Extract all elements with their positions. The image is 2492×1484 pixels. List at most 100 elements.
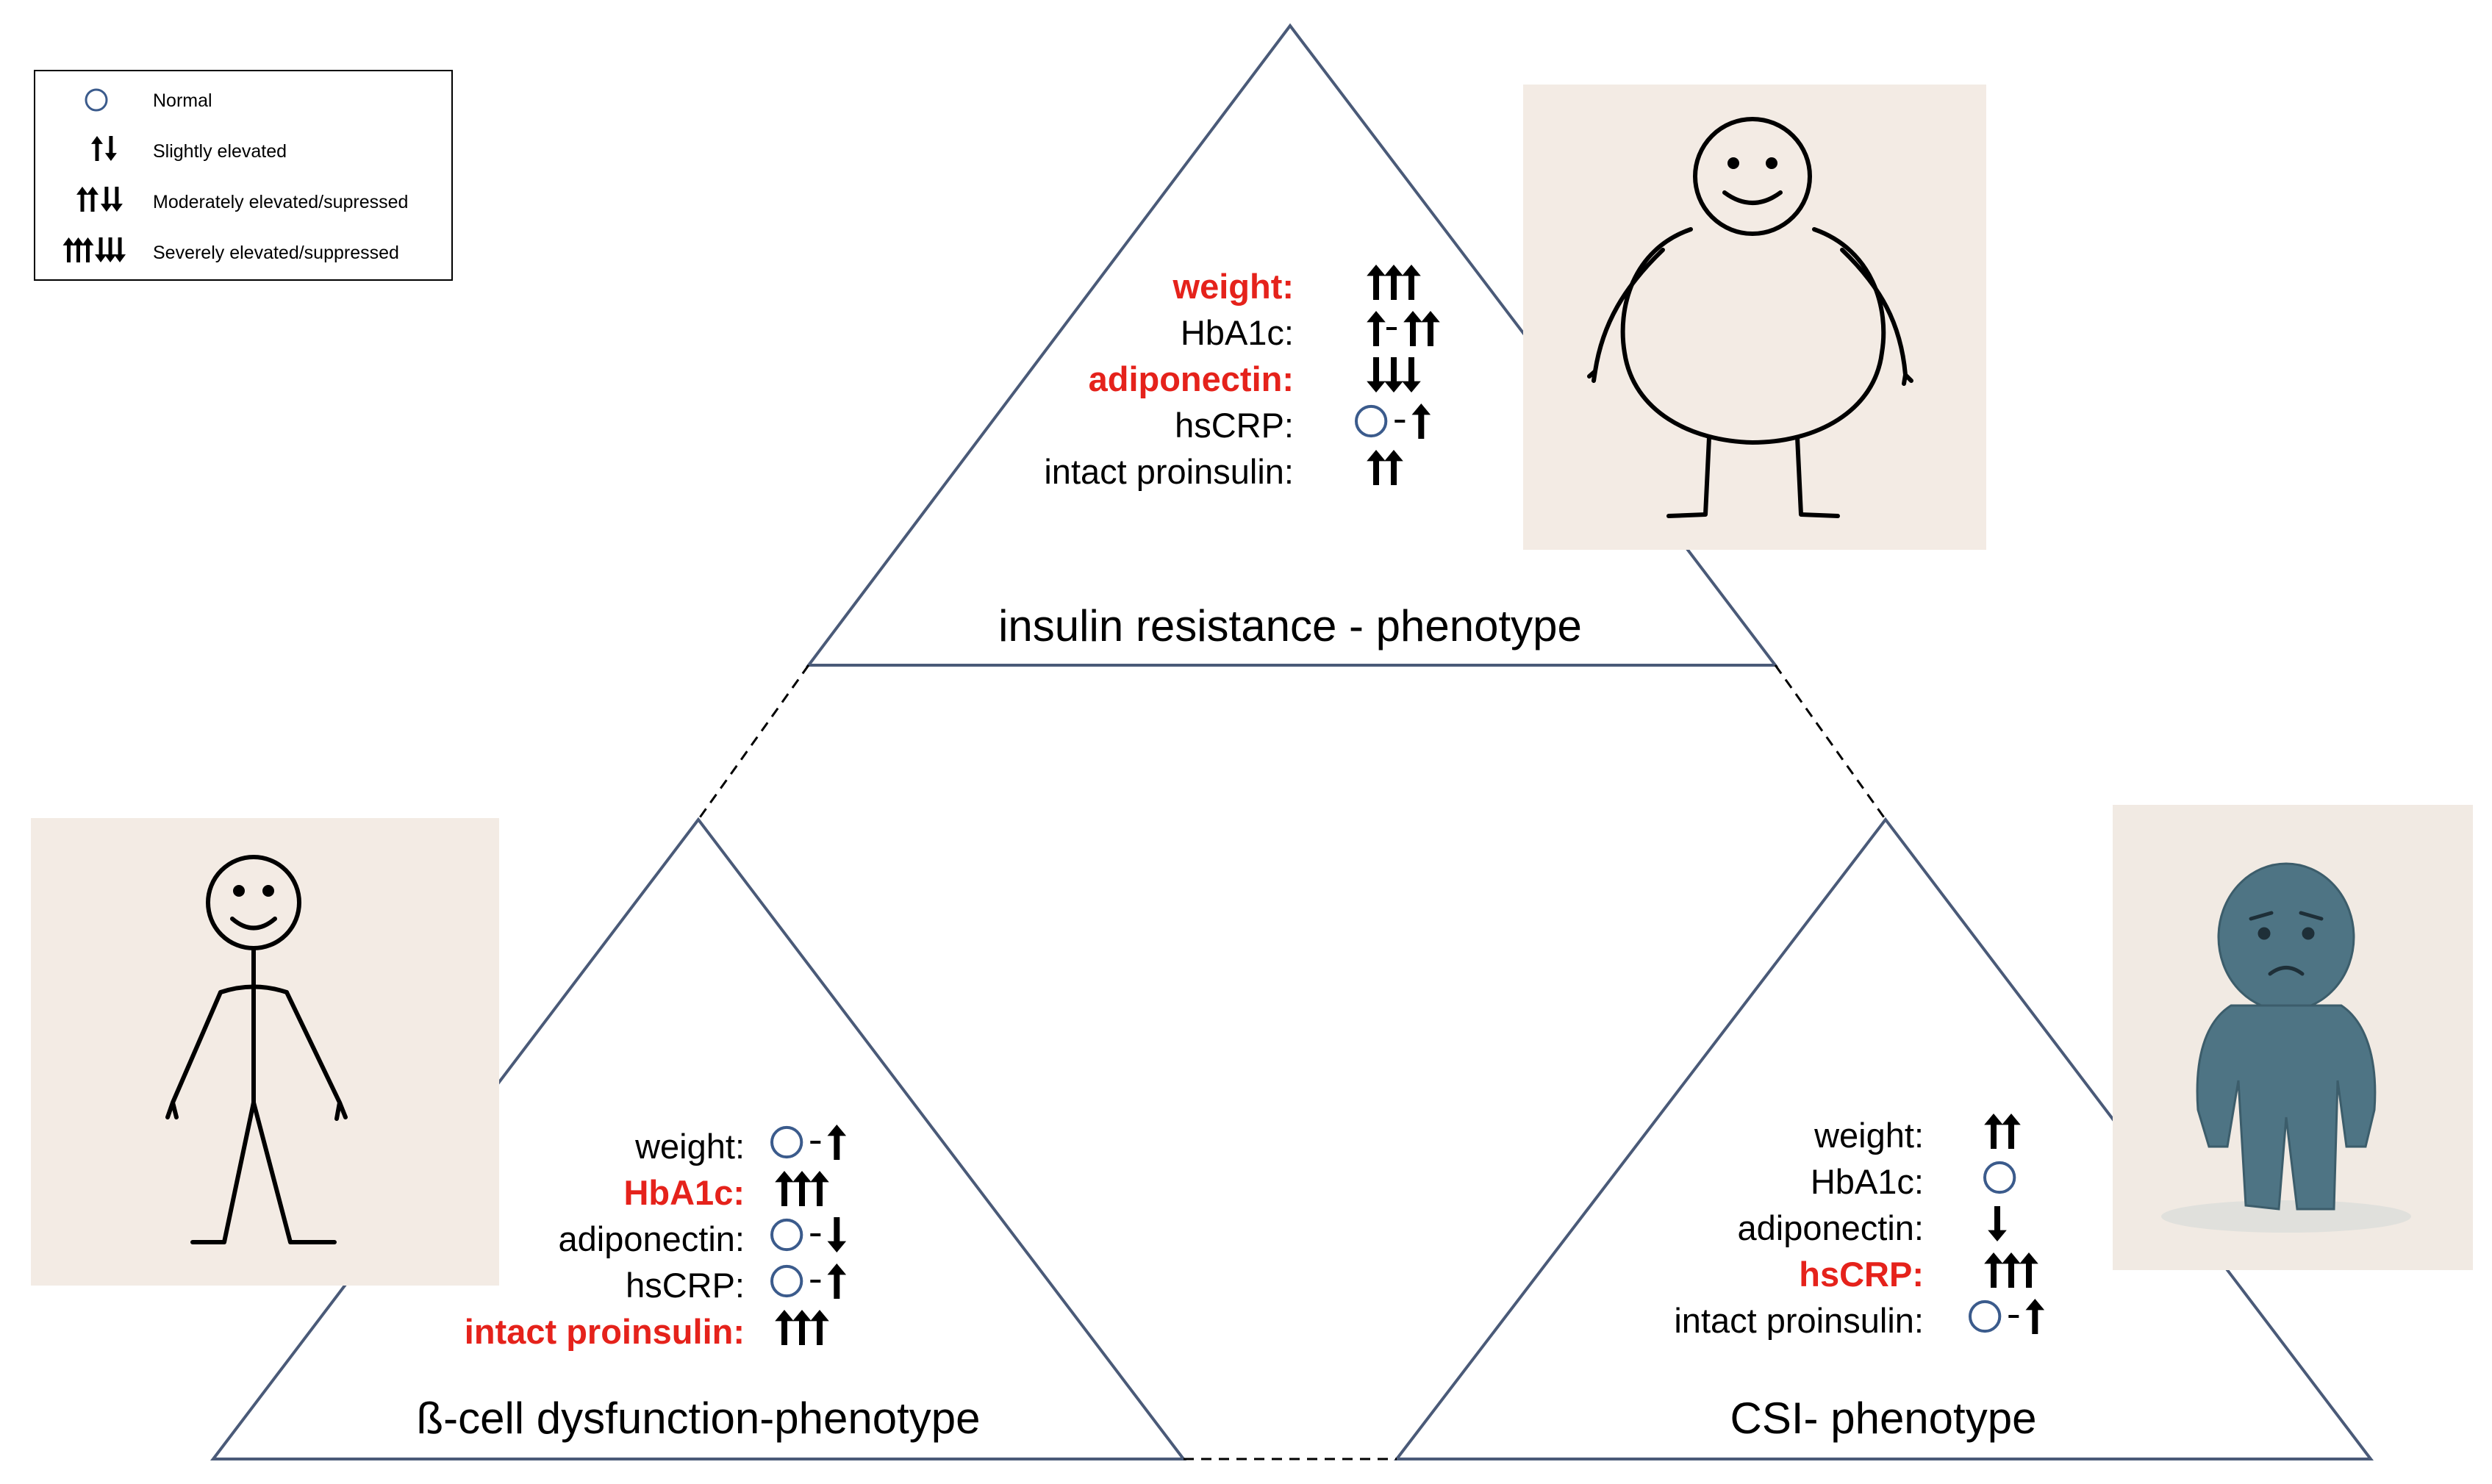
obese-figure-smile xyxy=(1722,190,1783,205)
obese-figure-eye-left xyxy=(1727,157,1739,169)
csi-param-hscrp-label: hsCRP: xyxy=(1799,1255,1924,1294)
arrow-up-icon xyxy=(810,1310,829,1345)
csi-param-weight-value xyxy=(1984,1114,2021,1149)
arrow-up-icon xyxy=(76,187,88,212)
obese-figure-panel xyxy=(1523,85,1986,550)
obese-figure-arm-left xyxy=(1587,248,1665,383)
normal-circle-icon xyxy=(770,1218,803,1252)
stick-figure-arm-right xyxy=(284,990,348,1121)
arrow-up-icon xyxy=(1421,311,1440,346)
legend-label-normal: Normal xyxy=(153,90,212,111)
bc-param-hscrp-label: hsCRP: xyxy=(626,1266,745,1305)
arrow-down-icon xyxy=(104,237,117,262)
bc-param-adiponectin-value xyxy=(770,1217,847,1252)
obese-figure-leg-left xyxy=(1666,435,1711,518)
stick-figure-panel xyxy=(31,818,499,1286)
normal-circle-icon xyxy=(1983,1161,2016,1194)
stick-figure-arm-left xyxy=(165,990,223,1119)
arrow-down-icon xyxy=(114,237,126,262)
bc-param-weight-label: weight: xyxy=(634,1127,745,1166)
arrow-down-icon xyxy=(104,136,117,161)
csi-param-hscrp-value xyxy=(1984,1252,2038,1288)
legend-label-moderate: Moderately elevated/supressed xyxy=(153,192,408,212)
arrow-up-icon xyxy=(1367,311,1386,346)
arrow-up-icon xyxy=(1384,265,1403,300)
arrow-up-icon xyxy=(2025,1299,2045,1334)
bc-param-proinsulin-value xyxy=(775,1310,829,1345)
arrow-up-icon xyxy=(775,1310,794,1345)
obese-figure-head xyxy=(1693,117,1812,236)
triangles xyxy=(210,23,2374,1460)
ir-param-hscrp-value xyxy=(1355,404,1431,439)
arrow-up-icon xyxy=(827,1125,847,1160)
ir-param-adiponectin-value xyxy=(1367,357,1421,392)
stick-figure-leg-left xyxy=(190,1100,256,1244)
arrow-up-icon xyxy=(1367,450,1386,485)
arrow-up-icon xyxy=(1984,1252,2003,1288)
arrow-up-icon xyxy=(1403,311,1422,346)
sad-figure-frown xyxy=(2268,966,2305,976)
connector-right xyxy=(1774,664,1887,820)
arrow-down-icon xyxy=(95,237,107,262)
arrow-down-icon xyxy=(1402,357,1421,392)
sad-figure-brow-right xyxy=(2299,911,2324,921)
stick-figure-eye-right xyxy=(262,885,274,897)
ir-param-proinsulin-value xyxy=(1367,450,1403,485)
ir-param-hba1c-label: HbA1c: xyxy=(1181,313,1294,352)
bc-param-proinsulin-label: intact proinsulin: xyxy=(465,1312,745,1351)
arrow-up-icon xyxy=(792,1171,812,1206)
sad-figure-brow-left xyxy=(2249,911,2274,921)
stick-figure-shoulders xyxy=(218,984,289,994)
arrow-up-icon xyxy=(1984,1114,2003,1149)
ir-param-adiponectin-label: adiponectin: xyxy=(1089,359,1294,398)
arrow-up-icon xyxy=(72,237,85,262)
legend: Normal Slightly elevated Moderately elev… xyxy=(34,70,453,281)
bc-phenotype-title: ß-cell dysfunction-phenotype xyxy=(416,1394,980,1443)
csi-param-adiponectin-value xyxy=(1988,1206,2007,1241)
sad-figure-head xyxy=(2217,862,2355,1012)
stick-figure-smile xyxy=(230,917,277,931)
arrow-up-icon xyxy=(87,187,99,212)
sad-figure-eye-left xyxy=(2258,927,2271,940)
csi-param-proinsulin-label: intact proinsulin: xyxy=(1674,1301,1924,1340)
arrow-up-icon xyxy=(810,1171,829,1206)
arrow-down-icon xyxy=(100,187,112,212)
ir-param-hba1c-value xyxy=(1367,311,1440,346)
normal-circle-icon xyxy=(770,1125,803,1159)
csi-param-hba1c-value xyxy=(1983,1161,2016,1194)
stick-figure-leg-right xyxy=(251,1100,337,1244)
csi-param-proinsulin-value xyxy=(1969,1299,2045,1334)
normal-circle-icon xyxy=(1969,1300,2002,1333)
sad-figure-shadow xyxy=(2161,1200,2411,1233)
sad-figure-illustration xyxy=(2113,805,2473,1270)
bc-param-hba1c-label: HbA1c: xyxy=(623,1173,745,1212)
legend-arrows-slight xyxy=(91,136,117,161)
normal-circle-icon xyxy=(1355,404,1388,438)
bc-param-hscrp-value xyxy=(770,1263,847,1299)
normal-circle-icon xyxy=(85,88,108,112)
arrow-up-icon xyxy=(2019,1252,2038,1288)
csi-param-adiponectin-label: adiponectin: xyxy=(1738,1208,1924,1247)
sad-figure-body xyxy=(2196,1004,2377,1211)
csi-phenotype-title: CSI- phenotype xyxy=(1730,1394,2037,1443)
csi-param-weight-label: weight: xyxy=(1813,1116,1924,1155)
dashed-connectors xyxy=(697,664,1887,1460)
arrow-up-icon xyxy=(775,1171,794,1206)
sad-figure-eye-right xyxy=(2302,927,2315,940)
obese-figure-body xyxy=(1620,227,1886,445)
insulin-resistance-params: weight: HbA1c: adiponectin: hsCRP: intac… xyxy=(998,265,1582,650)
legend-label-slight: Slightly elevated xyxy=(153,141,287,162)
obese-figure-illustration xyxy=(1523,85,1986,550)
obese-figure-eye-right xyxy=(1766,157,1777,169)
connector-left xyxy=(697,664,810,820)
ir-phenotype-title: insulin resistance - phenotype xyxy=(998,601,1582,650)
arrow-down-icon xyxy=(827,1217,847,1252)
arrow-down-icon xyxy=(1384,357,1403,392)
arrow-up-icon xyxy=(2002,1114,2021,1149)
arrow-up-icon xyxy=(1402,265,1421,300)
beta-cell-params: weight: HbA1c: adiponectin: hsCRP: intac… xyxy=(416,1125,981,1443)
csi-params: weight: HbA1c: adiponectin: hsCRP: intac… xyxy=(1674,1114,2045,1443)
arrow-up-icon xyxy=(1384,450,1403,485)
